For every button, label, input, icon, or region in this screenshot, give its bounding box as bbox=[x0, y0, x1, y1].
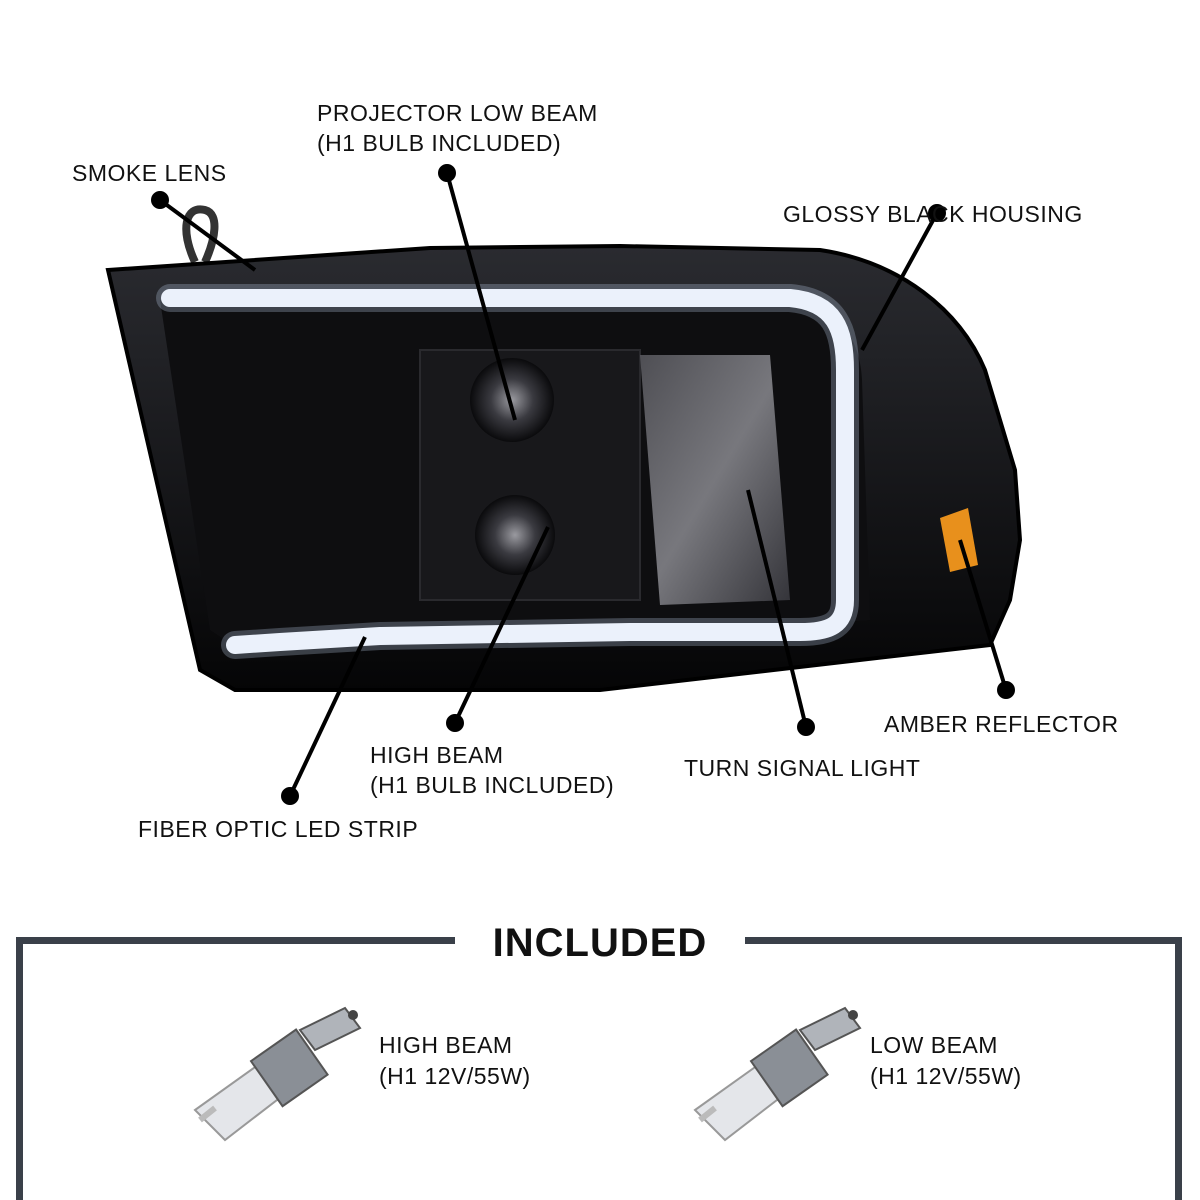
callout-dot-led-strip bbox=[281, 787, 299, 805]
label-line: (H1 BULB INCLUDED) bbox=[317, 130, 562, 156]
bulb-label-high-beam: HIGH BEAM (H1 12V/55W) bbox=[379, 1030, 531, 1092]
callout-dot-high-beam bbox=[446, 714, 464, 732]
label-high-beam: HIGH BEAM (H1 BULB INCLUDED) bbox=[370, 740, 614, 800]
label-line: HIGH BEAM bbox=[370, 742, 504, 768]
led-strip bbox=[161, 289, 854, 654]
bulb-spec: (H1 12V/55W) bbox=[870, 1063, 1022, 1089]
label-turn-signal-light: TURN SIGNAL LIGHT bbox=[684, 755, 921, 781]
bulb-name: LOW BEAM bbox=[870, 1032, 998, 1058]
callout-dot-amber bbox=[997, 681, 1015, 699]
callout-dot-smoke-lens bbox=[151, 191, 169, 209]
label-amber-reflector: AMBER REFLECTOR bbox=[884, 711, 1119, 737]
included-title: INCLUDED bbox=[492, 921, 708, 965]
low-beam-projector bbox=[470, 358, 554, 442]
label-smoke-lens: SMOKE LENS bbox=[72, 160, 227, 186]
callout-dot-turn-signal bbox=[797, 718, 815, 736]
turn-signal-section bbox=[640, 355, 790, 605]
included-frame-gap bbox=[455, 925, 745, 955]
included-frame-left bbox=[16, 937, 23, 1200]
bulb-name: HIGH BEAM bbox=[379, 1032, 513, 1058]
bulb-label-low-beam: LOW BEAM (H1 12V/55W) bbox=[870, 1030, 1022, 1092]
headlight-illustration bbox=[105, 164, 1023, 805]
label-line: PROJECTOR LOW BEAM bbox=[317, 100, 598, 126]
callout-dot-low-beam bbox=[438, 164, 456, 182]
bulb-low-beam-image bbox=[693, 1006, 862, 1142]
included-frame-right bbox=[1175, 937, 1182, 1200]
label-fiber-optic-led-strip: FIBER OPTIC LED STRIP bbox=[138, 816, 419, 842]
label-glossy-black-housing: GLOSSY BLACK HOUSING bbox=[783, 201, 1083, 227]
callout-dot-housing bbox=[928, 204, 946, 222]
amber-reflector bbox=[940, 508, 978, 572]
bulb-high-beam-image bbox=[193, 1006, 362, 1142]
bulb-spec: (H1 12V/55W) bbox=[379, 1063, 531, 1089]
label-projector-low-beam: PROJECTOR LOW BEAM (H1 BULB INCLUDED) bbox=[317, 98, 598, 158]
label-line: (H1 BULB INCLUDED) bbox=[370, 772, 615, 798]
